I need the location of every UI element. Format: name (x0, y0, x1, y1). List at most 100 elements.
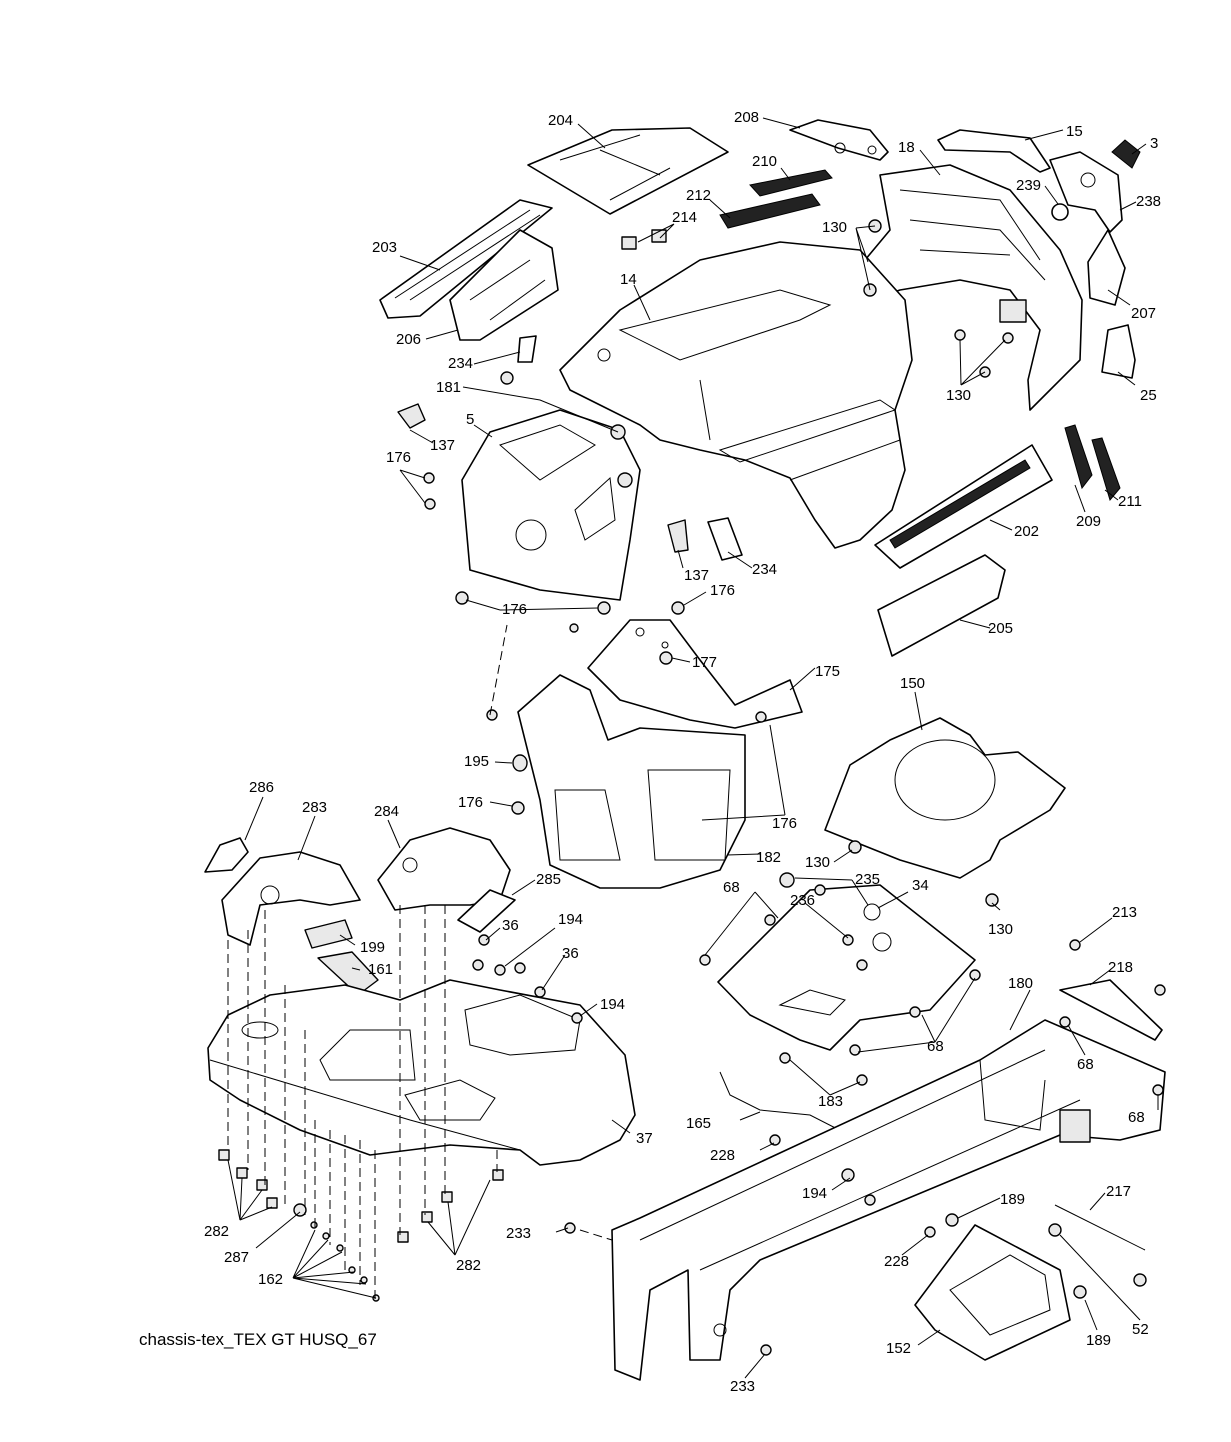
part-15-strip (937, 129, 1051, 173)
callout: 228 (710, 1147, 735, 1164)
callout: 3 (1150, 135, 1158, 152)
part-204-hood-top-panel (527, 127, 729, 215)
callout: 176 (502, 601, 527, 618)
callout: 207 (1131, 305, 1156, 322)
part-175-bracket (587, 619, 803, 729)
callout: 283 (302, 799, 327, 816)
part-283-fender (221, 851, 361, 946)
callout: 130 (805, 854, 830, 871)
part-180-frame (611, 1019, 1166, 1381)
callout: 5 (466, 411, 474, 428)
callout: 194 (600, 996, 625, 1013)
callout-labels: 204 208 15 3 18 210 239 238 212 214 203 … (204, 109, 1161, 1395)
callout: 176 (710, 582, 735, 599)
callout: 204 (548, 112, 573, 129)
callout: 180 (1008, 975, 1033, 992)
part-205-panel (877, 554, 1006, 657)
part-5-dash (461, 409, 641, 601)
callout: 25 (1140, 387, 1157, 404)
callout: 234 (752, 561, 777, 578)
callout: 175 (815, 663, 840, 680)
callout: 68 (723, 879, 740, 896)
callout: 202 (1014, 523, 1039, 540)
callout: 195 (464, 753, 489, 770)
callout: 214 (672, 209, 697, 226)
callout: 239 (1016, 177, 1041, 194)
callout: 165 (686, 1115, 711, 1132)
callout: 137 (684, 567, 709, 584)
callout: 15 (1066, 123, 1083, 140)
callout: 218 (1108, 959, 1133, 976)
callout: 177 (692, 654, 717, 671)
part-137-clip (397, 403, 689, 553)
callout: 130 (822, 219, 847, 236)
part-234-pad-b (707, 517, 743, 561)
callout: 181 (436, 379, 461, 396)
callout: 183 (818, 1093, 843, 1110)
callout: 52 (1132, 1321, 1149, 1338)
callout: 238 (1136, 193, 1161, 210)
callout: 213 (1112, 904, 1137, 921)
callout: 68 (927, 1038, 944, 1055)
callout: 189 (1086, 1332, 1111, 1349)
part-25-cover (1101, 324, 1136, 379)
callout: 282 (456, 1257, 481, 1274)
callout: 282 (204, 1223, 229, 1240)
part-210-grille (749, 169, 833, 197)
callout: 287 (224, 1249, 249, 1266)
callout: 34 (912, 877, 929, 894)
part-214-clips (621, 229, 667, 250)
part-212-grille (719, 193, 821, 229)
callout: 36 (562, 945, 579, 962)
part-182-lower-dash (517, 674, 746, 889)
part-150-deck (824, 717, 1066, 879)
callout: 130 (946, 387, 971, 404)
callout: 14 (620, 271, 637, 288)
callout: 18 (898, 139, 915, 156)
part-234-pad (517, 335, 537, 363)
callout: 182 (756, 849, 781, 866)
part-195-knob (512, 754, 528, 772)
leader-lines (227, 117, 1159, 1379)
part-217-rod (1048, 1204, 1147, 1287)
part-199-161-brackets (304, 919, 379, 996)
callout: 130 (988, 921, 1013, 938)
part-3-emblem (1111, 139, 1141, 169)
part-285-pad (457, 889, 516, 933)
fasteners (218, 219, 1166, 1356)
callout: 210 (752, 153, 777, 170)
part-202-grille (874, 444, 1053, 569)
callout: 212 (686, 187, 711, 204)
callout: 152 (886, 1340, 911, 1357)
part-286-bracket (204, 837, 249, 873)
callout: 285 (536, 871, 561, 888)
part-152-panel (914, 1224, 1071, 1361)
part-218-bracket (1059, 979, 1163, 1041)
callout: 233 (506, 1225, 531, 1242)
callout: 150 (900, 675, 925, 692)
callout: 162 (258, 1271, 283, 1288)
callout: 194 (802, 1185, 827, 1202)
callout: 176 (772, 815, 797, 832)
callout: 161 (368, 961, 393, 978)
callout: 217 (1106, 1183, 1131, 1200)
callout: 208 (734, 109, 759, 126)
part-18-front-housing (864, 164, 1083, 411)
callout: 176 (386, 449, 411, 466)
part-208-bracket (789, 119, 889, 161)
callout: 36 (502, 917, 519, 934)
diagram-caption: chassis-tex_TEX GT HUSQ_67 (139, 1330, 377, 1349)
callout: 206 (396, 331, 421, 348)
callout: 37 (636, 1130, 653, 1147)
part-165-rod (719, 1071, 856, 1139)
callout: 137 (430, 437, 455, 454)
callout: 211 (1118, 493, 1142, 510)
part-34-plate (717, 884, 976, 1051)
callout: 205 (988, 620, 1013, 637)
callout: 228 (884, 1253, 909, 1270)
callout: 189 (1000, 1191, 1025, 1208)
callout: 235 (855, 871, 880, 888)
callout: 233 (730, 1378, 755, 1395)
callout: 209 (1076, 513, 1101, 530)
part-209-211-grilles (1064, 424, 1121, 502)
